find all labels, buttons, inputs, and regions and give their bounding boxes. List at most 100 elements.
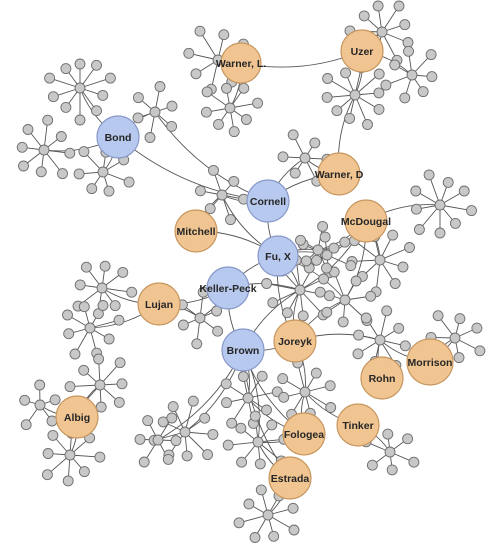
leaf-node <box>60 101 72 113</box>
leaf-node <box>423 169 435 181</box>
leaf-node <box>109 300 121 312</box>
hub-node-fu-x: Fu, X <box>257 235 299 277</box>
leaf-node <box>35 166 47 178</box>
leaf-node <box>386 464 398 476</box>
leaf-node <box>154 81 166 92</box>
leaf-node <box>255 484 267 496</box>
leaf-node <box>166 120 178 132</box>
leaf-node <box>64 147 76 159</box>
leaf-node <box>60 63 72 75</box>
hub-node-warner-d: Warner, D <box>315 152 364 196</box>
leaf-node <box>340 67 352 79</box>
leaf-node <box>149 106 161 118</box>
hub-node-bond: Bond <box>96 115 140 159</box>
leaf-node <box>339 294 351 306</box>
leaf-node <box>42 448 54 459</box>
leaf-node <box>261 404 272 416</box>
leaf-node <box>344 112 356 124</box>
leaf-node <box>78 146 90 158</box>
hub-node-lujan: Lujan <box>137 282 181 326</box>
leaf-node <box>277 373 289 385</box>
leaf-node <box>254 458 266 470</box>
leaf-node <box>44 72 56 84</box>
leaf-node <box>224 102 236 114</box>
leaf-node <box>381 305 393 317</box>
hub-circle <box>360 356 404 400</box>
leaf-node <box>34 399 46 411</box>
leaf-node <box>382 428 394 440</box>
leaf-node <box>201 86 213 98</box>
hub-node-morrison: Morrison <box>406 338 454 386</box>
leaf-node <box>97 89 109 101</box>
leaf-node <box>138 456 150 468</box>
leaf-node <box>194 312 206 324</box>
leaf-node <box>319 231 331 243</box>
hub-label: Albig <box>64 412 90 424</box>
leaf-node <box>328 242 340 254</box>
leaf-node <box>403 45 414 57</box>
hub-circle <box>174 209 218 253</box>
hub-circle <box>273 319 317 363</box>
leaf-node <box>442 176 454 188</box>
leaf-node <box>235 422 247 434</box>
hub-circle <box>221 328 265 372</box>
leaf-node <box>366 459 378 471</box>
leaf-node <box>134 433 146 445</box>
leaf-node <box>240 114 252 125</box>
leaf-node <box>226 417 238 429</box>
leaf-node <box>350 275 362 287</box>
leaf-node <box>117 266 129 278</box>
hub-circle <box>268 456 312 500</box>
leaf-node <box>339 236 351 248</box>
leaf-node <box>410 185 422 197</box>
leaf-node <box>181 450 193 462</box>
leaf-node <box>297 310 309 322</box>
hub-circle <box>344 199 388 243</box>
leaf-node <box>103 185 115 197</box>
leaf-node <box>84 322 96 334</box>
leaf-node <box>352 348 364 360</box>
leaf-node <box>417 86 429 98</box>
leaf-node <box>104 72 116 84</box>
leaf-node <box>387 229 399 241</box>
hub-label: Keller-Peck <box>199 283 256 295</box>
leaf-node <box>166 412 178 424</box>
leaf-node <box>20 419 32 431</box>
hub-label: Tinker <box>342 420 373 432</box>
hub-label: Morrison <box>408 357 453 369</box>
hub-circle <box>55 395 99 439</box>
leaf-node <box>262 509 274 521</box>
leaf-edge <box>199 30 219 61</box>
leaf-node <box>57 168 68 180</box>
leaf-node <box>126 286 138 298</box>
leaf-node <box>19 394 31 406</box>
leaf-node <box>80 261 92 273</box>
leaf-node <box>294 284 306 296</box>
leaf-node <box>92 308 104 320</box>
leaf-node <box>73 168 85 180</box>
leaf-node <box>216 189 228 201</box>
leaf-node <box>22 124 34 135</box>
leaf-node <box>373 68 385 80</box>
leaf-node <box>458 185 470 197</box>
leaf-edge <box>266 283 301 291</box>
hub-label: Cornell <box>250 196 286 208</box>
hub-circle <box>336 403 380 447</box>
leaf-node <box>94 451 106 463</box>
leaf-node <box>345 260 357 272</box>
leaf-node <box>410 203 422 215</box>
leaf-node <box>312 244 324 256</box>
leaf-node <box>194 185 206 197</box>
leaf-node <box>322 73 334 84</box>
leaf-node <box>310 367 322 379</box>
leaf-node <box>389 59 401 71</box>
leaf-node <box>406 69 418 81</box>
leaf-node <box>281 307 293 319</box>
leaf-node <box>466 205 477 217</box>
leaf-node <box>97 300 109 311</box>
leaf-node <box>300 255 312 267</box>
hub-circle <box>137 282 181 326</box>
leaf-node <box>432 310 444 322</box>
hub-label: Fologea <box>284 429 324 441</box>
leaf-node <box>295 234 306 246</box>
